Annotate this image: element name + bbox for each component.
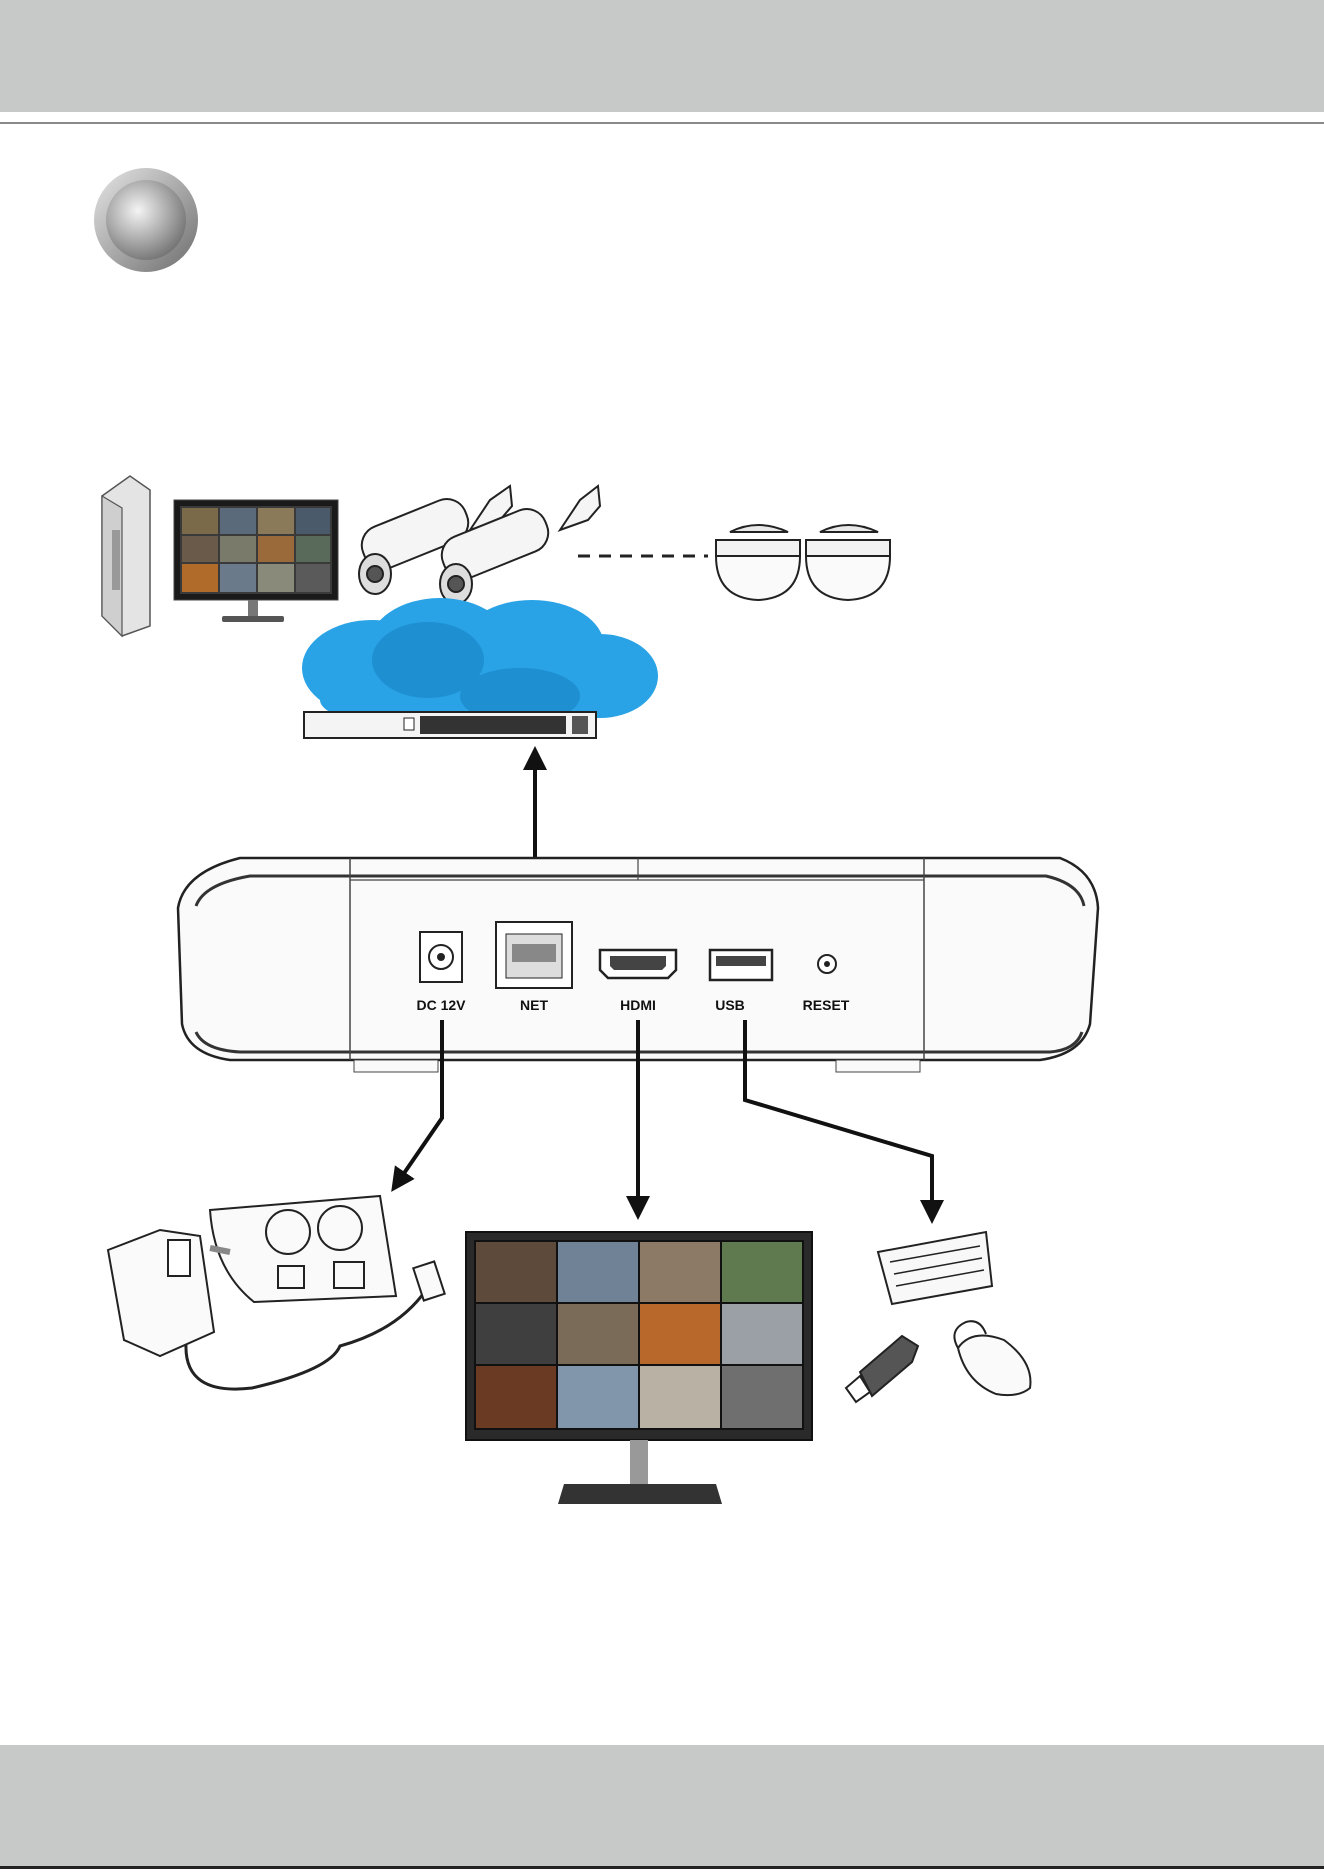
keyboard-icon [878, 1232, 992, 1304]
dc-jack-port [420, 932, 462, 982]
port-label-dc: DC 12V [416, 997, 466, 1013]
reset-button [818, 955, 836, 973]
dome-camera-icon [716, 525, 890, 600]
workstation-icon [102, 476, 338, 636]
power-adapter-icon [108, 1196, 445, 1389]
footer-rule [0, 1866, 1324, 1869]
hdmi-port [600, 950, 676, 978]
medallion-icon [94, 168, 198, 272]
network-switch-icon [304, 712, 596, 738]
monitor-icon [466, 1232, 812, 1504]
port-label-usb: USB [715, 997, 745, 1013]
usb-drive-icon [846, 1336, 918, 1402]
bullet-camera-icon [356, 486, 600, 604]
port-label-hdmi: HDMI [620, 997, 656, 1013]
mouse-icon [954, 1321, 1030, 1395]
ethernet-port [496, 922, 572, 988]
port-label-reset: RESET [803, 997, 850, 1013]
usb-port [710, 950, 772, 980]
footer-band [0, 1745, 1324, 1867]
port-label-net: NET [520, 997, 548, 1013]
